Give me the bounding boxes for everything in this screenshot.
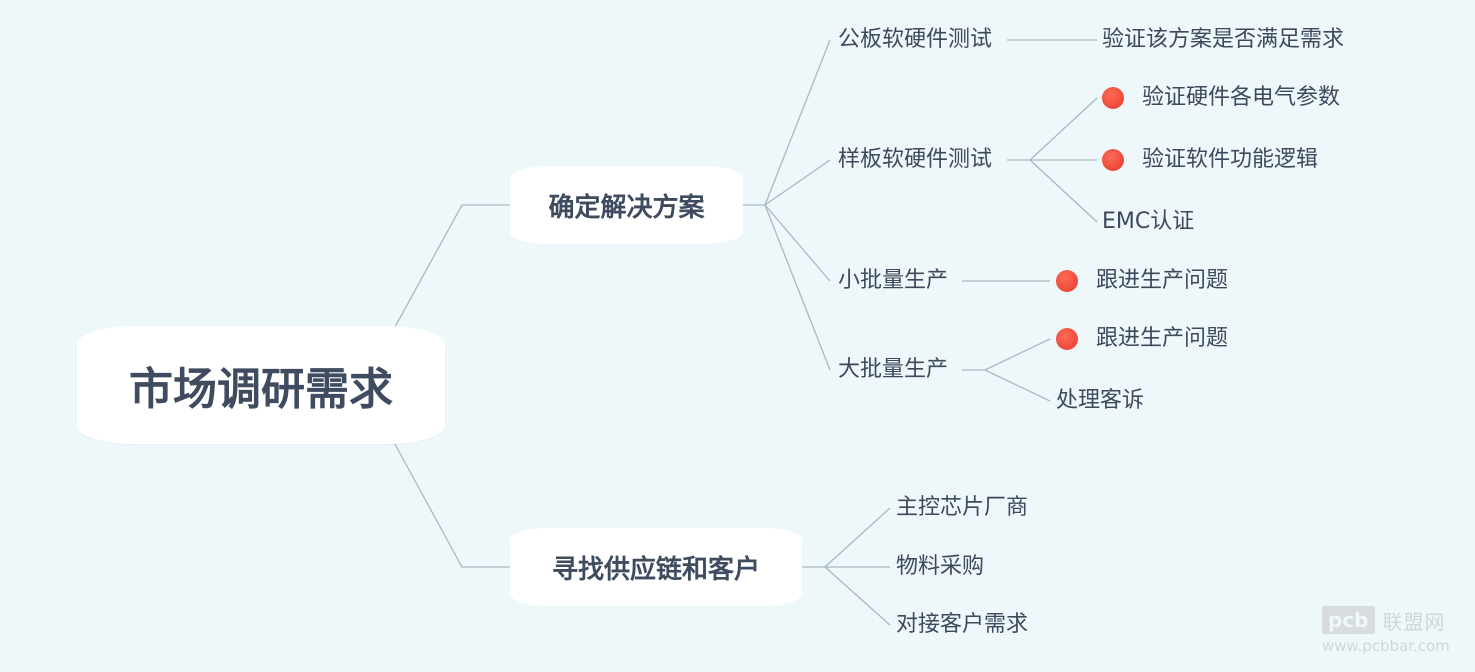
link-b2-sub-3 <box>824 566 891 626</box>
sub-node-customer-needs[interactable]: 对接客户需求 <box>896 610 1028 640</box>
watermark-logo-mark: pcb <box>1322 606 1375 634</box>
link-root-branch-1 <box>389 204 510 337</box>
sub-node-sample-board-test[interactable]: 样板软硬件测试 <box>838 145 992 175</box>
leaf-node[interactable]: 验证软件功能逻辑 <box>1102 145 1318 175</box>
leaf-node[interactable]: EMC认证 <box>1102 207 1194 237</box>
branch-label: 确定解决方案 <box>548 192 705 223</box>
root-node[interactable]: 市场调研需求 <box>77 326 445 444</box>
leaf-node[interactable]: 跟进生产问题 <box>1056 266 1228 296</box>
watermark-name: 联盟网 <box>1382 609 1446 634</box>
leaf-label: 验证该方案是否满足需求 <box>1102 27 1345 52</box>
sub-node-label: 对接客户需求 <box>896 612 1029 637</box>
link-sub2-leaf-3 <box>1029 159 1098 223</box>
leaf-label: 处理客诉 <box>1056 388 1145 413</box>
branch-node-supply-chain[interactable]: 寻找供应链和客户 <box>510 528 802 606</box>
root-label: 市场调研需求 <box>129 364 393 415</box>
sub-node-label: 公板软硬件测试 <box>838 27 993 52</box>
branch-node-solution[interactable]: 确定解决方案 <box>510 166 743 244</box>
sub-node-label: 大批量生产 <box>838 357 949 382</box>
watermark: pcb 联盟网 www.pcbbar.com <box>1322 605 1472 657</box>
sub-node-public-board-test[interactable]: 公板软硬件测试 <box>838 25 992 55</box>
leaf-node[interactable]: 验证硬件各电气参数 <box>1102 83 1340 113</box>
branch-label: 寻找供应链和客户 <box>551 554 760 585</box>
link-root-branch-2 <box>389 434 510 568</box>
leaf-label: 验证软件功能逻辑 <box>1142 147 1319 172</box>
red-marker-icon <box>1056 270 1078 292</box>
link-b1-sub-1 <box>743 39 831 206</box>
sub-node-mass-production[interactable]: 大批量生产 <box>838 355 948 385</box>
sub-node-chip-vendor[interactable]: 主控芯片厂商 <box>896 493 1028 523</box>
sub-node-label: 主控芯片厂商 <box>896 495 1029 520</box>
sub-node-small-batch[interactable]: 小批量生产 <box>838 266 948 296</box>
red-marker-icon <box>1102 87 1124 109</box>
red-marker-icon <box>1102 149 1124 171</box>
sub-node-label: 样板软硬件测试 <box>838 147 993 172</box>
link-sub4-leaf-1 <box>962 338 1051 371</box>
red-marker-icon <box>1056 328 1078 350</box>
leaf-node[interactable]: 跟进生产问题 <box>1056 324 1228 354</box>
leaf-label: 跟进生产问题 <box>1096 326 1229 351</box>
leaf-node[interactable]: 验证该方案是否满足需求 <box>1102 25 1344 55</box>
link-sub2-leaf-1 <box>1007 97 1098 161</box>
leaf-label: EMC认证 <box>1102 209 1195 234</box>
link-b1-sub-2 <box>764 159 831 206</box>
leaf-node[interactable]: 处理客诉 <box>1056 386 1144 416</box>
link-b1-sub-4 <box>764 204 831 371</box>
link-b1-sub-3 <box>764 204 831 282</box>
sub-node-label: 物料采购 <box>896 554 985 579</box>
link-sub4-leaf-2 <box>984 369 1051 402</box>
sub-node-label: 小批量生产 <box>838 268 949 293</box>
watermark-url: www.pcbbar.com <box>1322 637 1450 655</box>
link-b2-sub-1 <box>802 507 891 568</box>
leaf-label: 跟进生产问题 <box>1096 268 1229 293</box>
watermark-logo: pcb 联盟网 <box>1322 605 1446 635</box>
sub-node-material-purchasing[interactable]: 物料采购 <box>896 552 984 582</box>
leaf-label: 验证硬件各电气参数 <box>1142 85 1341 110</box>
